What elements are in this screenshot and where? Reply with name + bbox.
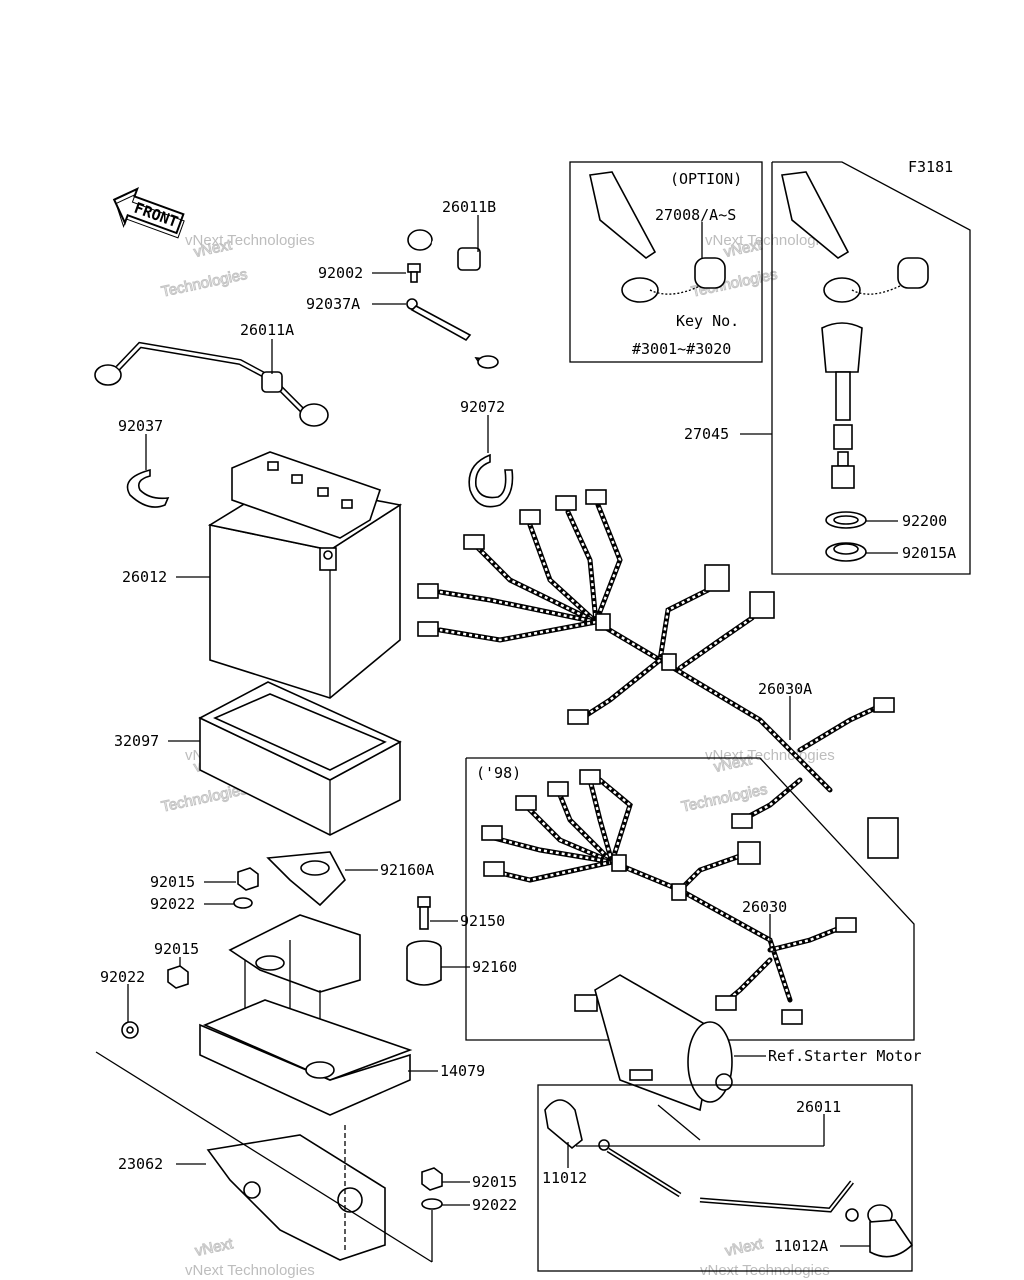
part-labels: 26011B 92002 92037A 26011A 27008/A~S 920… [100, 198, 956, 1255]
front-arrow-icon: FRONT [112, 187, 185, 239]
part-label: 92160A [380, 861, 434, 879]
part-label: 92022 [472, 1196, 517, 1214]
cable-26011-box [537, 1084, 913, 1272]
washer-92022-top [233, 897, 253, 909]
plate-92160a [266, 851, 346, 907]
wiring-harness-26030 [481, 769, 857, 1025]
ignition-switch-box [771, 161, 971, 575]
part-label: 26011A [240, 321, 294, 339]
bracket-14079 [199, 914, 413, 1116]
cap-11012 [544, 1099, 583, 1150]
part-label: 92200 [902, 512, 947, 530]
battery-case-32097 [198, 681, 402, 836]
reference-starter-motor: Ref.Starter Motor [768, 1047, 922, 1065]
wiring-harness-26030a [417, 489, 899, 859]
bracket-23062 [206, 1134, 386, 1261]
part-label: 26012 [122, 568, 167, 586]
option-box [569, 161, 763, 363]
starter-cable-26011 [598, 1139, 859, 1222]
option-key-label: Key No. [676, 312, 739, 330]
clip-92037a [406, 298, 472, 342]
nut-92015-top [237, 867, 259, 891]
starter-motor [574, 974, 733, 1112]
part-label: 92015A [902, 544, 956, 562]
option-title: (OPTION) [670, 170, 742, 188]
part-label: 27045 [684, 425, 729, 443]
part-label: 27008/A~S [655, 206, 736, 224]
band-92072 [468, 453, 514, 508]
part-label: 26011B [442, 198, 496, 216]
battery-cable-26011a [94, 341, 329, 427]
battery-cable-26011b [407, 229, 550, 369]
part-label: 11012 [542, 1169, 587, 1187]
damper-92160 [406, 940, 442, 986]
figure-code: F3181 [908, 158, 953, 176]
battery-26012 [207, 451, 403, 699]
washer-92200 [825, 511, 867, 529]
part-label: 92015 [472, 1173, 517, 1191]
part-label: 11012A [774, 1237, 828, 1255]
part-label: 26011 [796, 1098, 841, 1116]
washer-92022-low [421, 1198, 443, 1210]
bolt-92150 [417, 896, 431, 930]
washer-92022-mid [121, 1021, 139, 1039]
watermark-small: vNext Technologies [185, 232, 315, 249]
band-92037 [126, 468, 170, 508]
watermark-line1: vNext [194, 1235, 236, 1260]
year-box [465, 757, 915, 1041]
part-label: 23062 [118, 1155, 163, 1173]
watermark-small: vNext Technologies [185, 1262, 315, 1279]
part-label: 92072 [460, 398, 505, 416]
ignition-key-27045 [781, 171, 929, 303]
part-label: 92160 [472, 958, 517, 976]
part-label: 92037A [306, 295, 360, 313]
leader-lines [95, 215, 898, 1263]
watermark-small: vNext Technologies [705, 747, 835, 764]
nut-92015-low [421, 1167, 443, 1191]
part-label: 26030 [742, 898, 787, 916]
cap-11012a [867, 1204, 914, 1258]
part-label: 14079 [440, 1062, 485, 1080]
part-label: 26030A [758, 680, 812, 698]
nut-92015a [825, 542, 867, 562]
nut-92015-mid [167, 965, 189, 989]
year-box-title: ('98) [476, 764, 521, 782]
bolt-92002 [407, 263, 421, 283]
watermark-line1: vNext [724, 1235, 766, 1260]
part-label: 92015 [154, 940, 199, 958]
ignition-switch-27045 [821, 322, 863, 489]
part-label: 32097 [114, 732, 159, 750]
part-label: 92002 [318, 264, 363, 282]
watermark-line2: Technologies [160, 266, 249, 301]
option-key-range: #3001~#3020 [632, 340, 731, 358]
ignition-key-option [589, 171, 726, 303]
part-label: 92037 [118, 417, 163, 435]
watermark-small: vNext Technologies [705, 232, 835, 249]
part-label: 92015 [150, 873, 195, 891]
part-label: 92022 [100, 968, 145, 986]
part-label: 92150 [460, 912, 505, 930]
part-label: 92022 [150, 895, 195, 913]
